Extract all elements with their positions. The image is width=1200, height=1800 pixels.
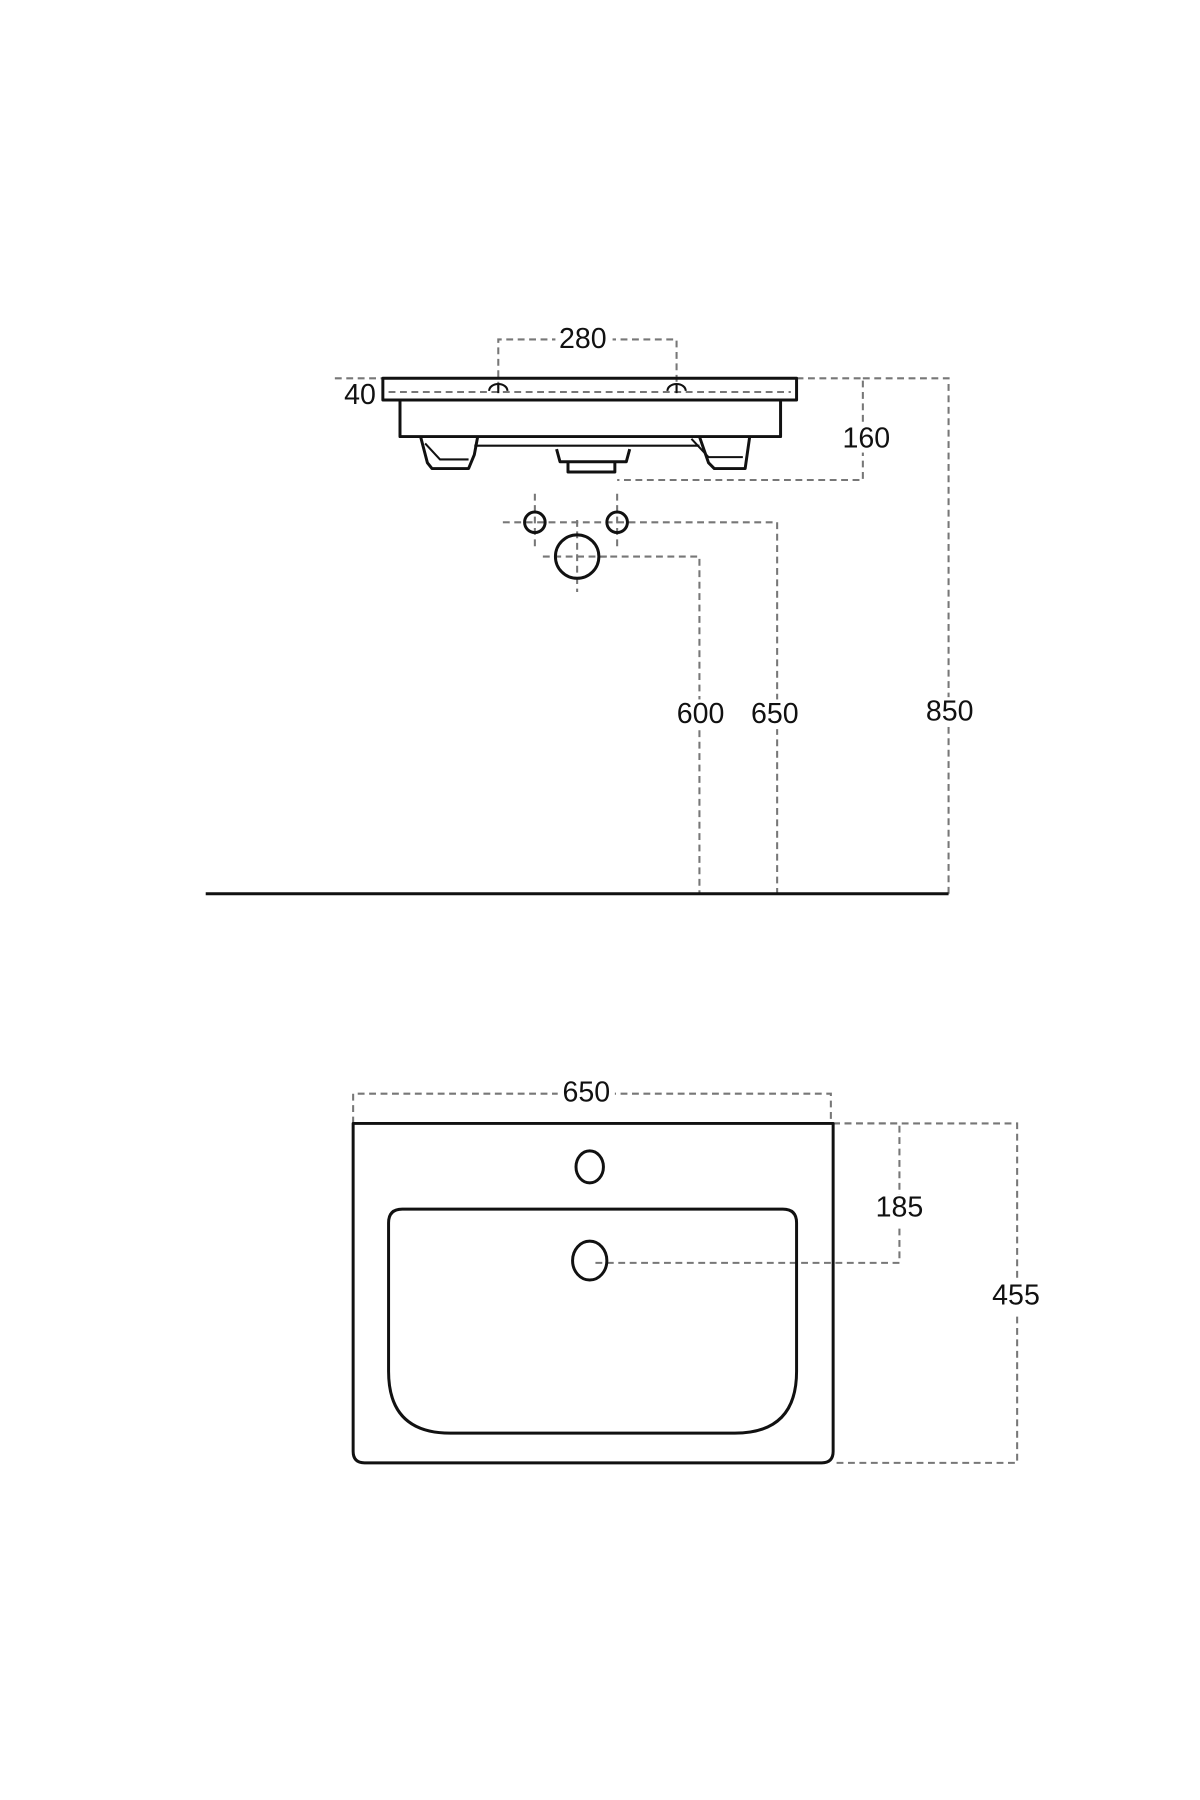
- left-foot: [419, 436, 480, 471]
- basin-outline: [351, 1121, 835, 1465]
- dim-160-line: [617, 377, 864, 482]
- dim-600-line: [598, 555, 701, 894]
- tap-hole: [574, 1149, 605, 1185]
- dim-650-line: [628, 521, 779, 894]
- right-foot: [698, 436, 752, 471]
- waste-pipe: [553, 533, 601, 580]
- drain-hole: [571, 1239, 609, 1282]
- supply-pipe-left: [523, 510, 547, 535]
- dim-850-label: 850: [926, 696, 974, 728]
- dim-650-plan-label: 650: [562, 1076, 610, 1108]
- dim-185-label: 185: [876, 1192, 924, 1224]
- dim-650-elevation-label: 650: [751, 698, 799, 730]
- dim-455-label: 455: [992, 1280, 1040, 1312]
- plan-view: 650 185 455: [351, 1076, 1043, 1465]
- elevation-view: 280 40 160 600 650 850: [205, 323, 975, 896]
- dim-40-label: 40: [344, 379, 376, 411]
- bowl-outline: [387, 1207, 799, 1435]
- dim-160-label: 160: [842, 423, 890, 455]
- supply-pipe-right: [605, 510, 629, 535]
- basin-body: [398, 398, 783, 439]
- left-foot-inner: [424, 442, 469, 461]
- tap-hole-right: [666, 382, 687, 394]
- basin-rim-slab: [381, 376, 799, 402]
- dim-280-label: 280: [559, 323, 607, 355]
- right-foot-inner: [690, 438, 743, 459]
- dim-455-line: [833, 1122, 1019, 1464]
- dim-600-label: 600: [677, 698, 725, 730]
- tap-hole-left: [488, 382, 509, 394]
- dim-850-line: [862, 377, 950, 894]
- waste-outlet: [555, 448, 632, 474]
- dim-185-line: [594, 1122, 901, 1264]
